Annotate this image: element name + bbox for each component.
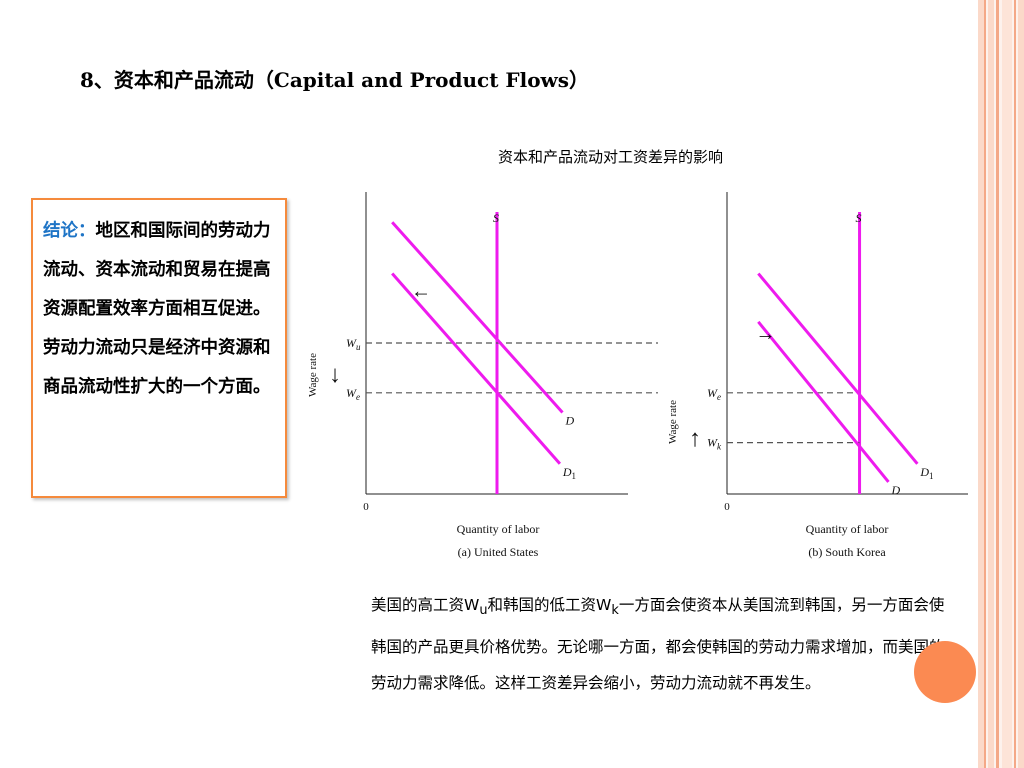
conclusion-label: 结论： [43, 221, 96, 241]
chart-title: 资本和产品流动对工资差异的影响 [498, 148, 724, 166]
decorative-stripe [1002, 0, 1012, 768]
explanation-text: 美国的高工资Wu和韩国的低工资Wk一方面会使资本从美国流到韩国，另一方面会使韩国… [371, 587, 946, 701]
explanation-sub2: k [611, 603, 619, 619]
explanation-part3: 一方面会使资本从美国流到韩国，另一方面会使韩国的产品更具价格优势。无论哪一方面，… [371, 596, 945, 693]
slide-title: 8、资本和产品流动（Capital and Product Flows） [80, 68, 590, 92]
decorative-stripe [984, 0, 986, 768]
explanation-part1: 美国的高工资W [371, 596, 480, 614]
decorative-stripe [996, 0, 999, 768]
decorative-stripe [1014, 0, 1016, 768]
explanation-sub1: u [479, 603, 488, 619]
conclusion-text: 地区和国际间的劳动力流动、资本流动和贸易在提高资源配置效率方面相互促进。劳动力流… [43, 221, 271, 397]
decorative-stripe [1018, 0, 1024, 768]
conclusion-box: 结论：地区和国际间的劳动力流动、资本流动和贸易在提高资源配置效率方面相互促进。劳… [31, 198, 287, 498]
explanation-part2: 和韩国的低工资W [487, 596, 612, 614]
decorative-stripe [988, 0, 994, 768]
decorative-stripe [978, 0, 984, 768]
decorative-circle [914, 641, 976, 703]
